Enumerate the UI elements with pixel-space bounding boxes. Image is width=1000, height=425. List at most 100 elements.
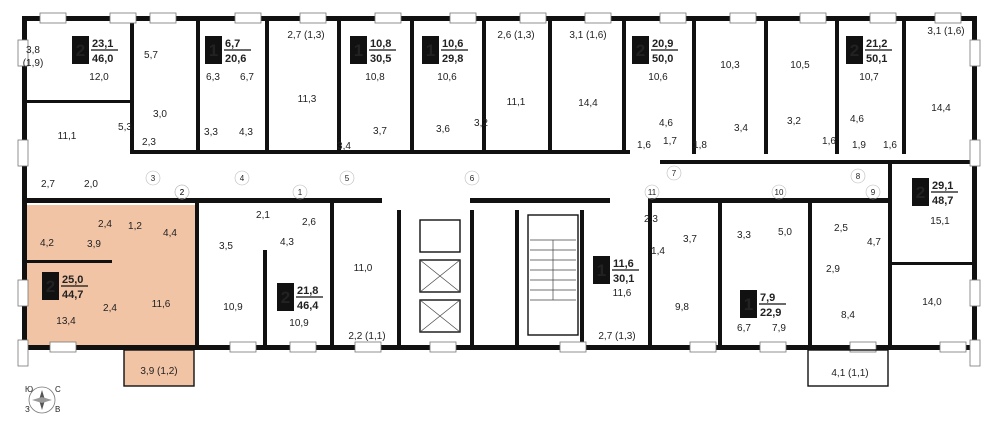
- badge-living-area: 25,0: [62, 274, 83, 286]
- door-number-label: 5: [345, 174, 350, 183]
- room-area-label: 3,9: [87, 239, 101, 250]
- room-area-label: 9,8: [675, 302, 689, 313]
- room-area-label: 3,4: [337, 141, 351, 152]
- room-area-label: 7,9: [772, 323, 786, 334]
- room-area-label: 2,9: [826, 264, 840, 275]
- room-area-label: 1,8: [693, 140, 707, 151]
- badge-total-area: 20,6: [225, 53, 246, 65]
- room-area-label: 14,4: [931, 103, 951, 114]
- badge-rooms: 1: [426, 41, 435, 60]
- room-area-label: 3,1 (1,6): [927, 26, 964, 37]
- room-area-label: 4,3: [280, 237, 294, 248]
- room-area-label: 10,6: [437, 72, 457, 83]
- svg-text:З: З: [25, 405, 30, 414]
- room-area-label: 1,2: [128, 221, 142, 232]
- room-area-label: 2,7 (1,3): [598, 331, 635, 342]
- door-number-label: 2: [180, 188, 185, 197]
- room-area-label: 6,3: [206, 72, 220, 83]
- room-area-label: 5,7: [144, 50, 158, 61]
- room-area-label: 2,4: [98, 219, 112, 230]
- door-swing-icon: [666, 165, 682, 181]
- door-swing-icon: [174, 184, 190, 200]
- room-area-label: 4,6: [659, 118, 673, 129]
- room-area-label: 1,6: [637, 140, 651, 151]
- room-area-label: 3,3: [737, 230, 751, 241]
- door-number-label: 2: [180, 188, 185, 197]
- room-area-label: 3,4: [734, 123, 748, 134]
- balconies: [123, 349, 889, 387]
- door-number-label: 8: [856, 172, 861, 181]
- door-number-label: 3: [151, 174, 156, 183]
- svg-text:В: В: [55, 405, 60, 414]
- room-area-label: 12,0: [89, 72, 109, 83]
- room-area-label: 4,2: [40, 238, 54, 249]
- room-area-label: 2,2 (1,1): [348, 331, 385, 342]
- svg-text:С: С: [55, 385, 61, 394]
- badge-total-area: 48,7: [932, 195, 953, 207]
- door-swing-icon: [145, 170, 161, 186]
- room-area-label: 10,7: [859, 72, 879, 83]
- room-area-label: 3,7: [683, 234, 697, 245]
- door-swing-icon: [850, 168, 866, 184]
- badge-living-area: 23,1: [92, 38, 113, 50]
- room-area-label: 6,7: [737, 323, 751, 334]
- room-area-label: 3,5: [219, 241, 233, 252]
- room-area-label: 1,4: [651, 246, 665, 257]
- room-area-label: 3,3: [204, 127, 218, 138]
- badge-rooms: 2: [76, 41, 85, 60]
- room-area-label: 15,1: [930, 216, 950, 227]
- room-area-label: 10,5: [790, 60, 810, 71]
- room-area-label: 4,7: [867, 237, 881, 248]
- badge-living-area: 20,9: [652, 38, 673, 50]
- room-area-label: 10,9: [223, 302, 243, 313]
- room-area-label: (1,9): [23, 58, 44, 69]
- room-area-label: 10,8: [365, 72, 385, 83]
- badge-rooms: 2: [46, 277, 55, 296]
- door-swing-icon: [234, 170, 250, 186]
- room-area-label: 2,1: [256, 210, 270, 221]
- room-area-label: 3,9 (1,2): [140, 366, 177, 377]
- room-area-label: 2,6: [302, 217, 316, 228]
- room-area-label: 3,2: [787, 116, 801, 127]
- room-area-label: 11,3: [298, 94, 317, 105]
- room-area-label: 6,7: [240, 72, 254, 83]
- room-area-label: 4,4: [163, 228, 177, 239]
- badge-living-area: 7,9: [760, 292, 775, 304]
- room-area-label: 2,6 (1,3): [497, 30, 534, 41]
- badge-living-area: 21,8: [297, 285, 318, 297]
- room-area-label: 10,9: [289, 318, 309, 329]
- badge-rooms: 1: [209, 41, 218, 60]
- badge-living-area: 10,6: [442, 38, 463, 50]
- room-area-label: 13,4: [56, 316, 76, 327]
- door-number-label: 1: [298, 188, 303, 197]
- room-area-label: 1,7: [663, 136, 677, 147]
- badge-total-area: 22,9: [760, 307, 781, 319]
- badge-total-area: 30,1: [613, 273, 634, 285]
- room-area-label: 10,3: [720, 60, 740, 71]
- room-area-label: 1,6: [822, 136, 836, 147]
- badge-total-area: 50,0: [652, 53, 673, 65]
- room-area-label: 3,2: [474, 118, 488, 129]
- badge-rooms: 1: [744, 295, 753, 314]
- room-area-label: 1,6: [883, 140, 897, 151]
- room-area-label: 5,3: [118, 122, 132, 133]
- room-area-label: 8,4: [841, 310, 855, 321]
- door-number-label: 11: [648, 188, 657, 197]
- room-area-label: 11,6: [152, 299, 171, 310]
- partitions: [22, 16, 972, 350]
- badge-total-area: 30,5: [370, 53, 391, 65]
- core: [419, 214, 579, 336]
- apartment-badge: 1 7,9 22,9: [740, 290, 786, 319]
- room-area-label: 11,1: [507, 97, 526, 108]
- room-area-label: 2,3: [142, 137, 156, 148]
